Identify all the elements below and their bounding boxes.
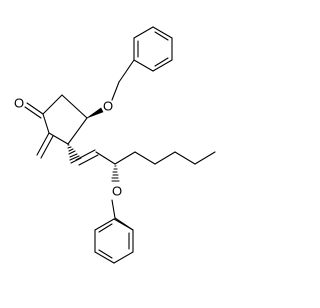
methylene-double-bond-b: [40, 135, 54, 159]
top-benzyl-o-bond: [111, 81, 120, 101]
pentyl-chain: [134, 151, 216, 165]
lower-benzyl-o-bond: [111, 199, 116, 219]
top-benzyl-ch2-bond: [118, 59, 135, 83]
ketone-double-bond-a: [26, 102, 44, 115]
chain-bond-1: [114, 151, 136, 165]
ketone-oxygen-label: O: [14, 96, 24, 111]
cyclopentanone-ring: [42, 94, 88, 145]
alkene-double-bond-a: [75, 149, 96, 161]
c4-oxygen-wedge-bond: [86, 107, 104, 119]
chemical-structure-diagram: O O O: [14, 26, 216, 264]
ring-ether-oxygen-label: O: [103, 99, 113, 114]
alkene-double-bond-b: [78, 154, 99, 166]
c3-sidechain-hashed-bond: [67, 144, 82, 164]
lower-phenyl-ring: [94, 218, 134, 264]
c15-oxygen-hashed-bond: [111, 165, 120, 182]
methylene-double-bond-a: [36, 132, 50, 156]
chain-ether-oxygen-label: O: [112, 184, 122, 199]
ketone-double-bond-b: [24, 106, 42, 119]
allylic-bond: [95, 151, 116, 165]
top-phenyl-ring: [133, 26, 173, 72]
